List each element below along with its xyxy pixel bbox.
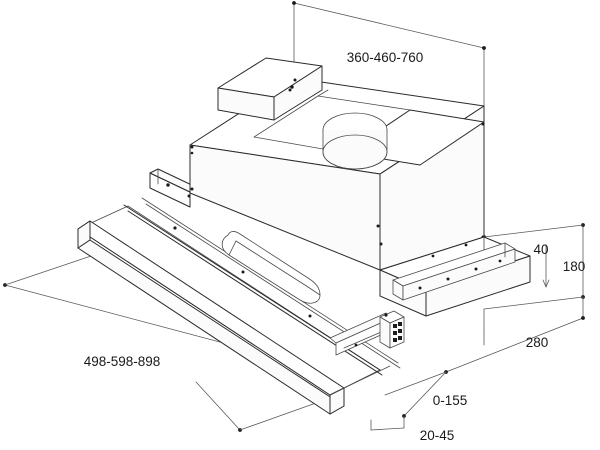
lead-line-180-bot: [483, 296, 584, 310]
bracket-hole: [187, 194, 191, 198]
control-button[interactable]: [398, 322, 402, 326]
ext-line-width-left: [4, 254, 95, 286]
dimension-labels: 360-460-760 40 180 280 0-155 20-45 498-5…: [84, 50, 586, 443]
bracket-hole: [166, 183, 170, 187]
control-button[interactable]: [398, 329, 402, 333]
panel-dot: [384, 313, 388, 317]
rail-hole: [464, 243, 468, 247]
control-button[interactable]: [393, 338, 397, 342]
dim-line-width-a: [4, 284, 251, 351]
dim-label-40: 40: [533, 242, 548, 257]
dim-label-180: 180: [563, 259, 586, 274]
rail-hole: [418, 286, 422, 290]
dim-dot: [292, 1, 296, 5]
screw-dot: [379, 242, 383, 246]
dim-label-width-top: 360-460-760: [347, 50, 424, 65]
dim-line-0-155-a: [384, 371, 447, 396]
lead-line-180-top: [483, 224, 584, 238]
screw-dot: [190, 187, 194, 191]
control-panel-left: [379, 316, 391, 349]
screw-dot: [190, 145, 194, 149]
pull-out-front-panel: [77, 205, 391, 415]
dim-line-280: [445, 317, 584, 373]
rail-hole: [474, 267, 478, 271]
dim-label-280: 280: [526, 335, 549, 350]
control-panel: [379, 310, 405, 349]
dimension-lines: [3, 1, 585, 432]
duct-side: [322, 129, 388, 170]
handle-slot-edge: [228, 240, 237, 256]
top-recess-lead: [317, 89, 329, 97]
arrow-40: [542, 279, 550, 288]
body-step-right: [273, 65, 323, 121]
screw-dot: [288, 88, 292, 92]
screw-dot: [241, 270, 245, 274]
control-button[interactable]: [393, 331, 397, 335]
dim-line-20-45: [370, 427, 405, 431]
handle-slot-edge2: [307, 286, 321, 296]
plate-front-edge2: [343, 365, 391, 389]
screw-dot: [173, 226, 177, 230]
duct-outlet: [322, 112, 388, 170]
slide-groove: [343, 329, 387, 349]
hood-body: [189, 57, 485, 271]
dim-line-0-155: [403, 371, 447, 417]
screw-dot: [190, 151, 194, 155]
control-button[interactable]: [393, 324, 397, 328]
screw-dot: [293, 78, 297, 82]
rail-hole: [431, 254, 435, 258]
dim-label-0-155: 0-155: [433, 393, 468, 408]
dim-line-top-width: [293, 2, 485, 49]
dim-line-width-b: [195, 381, 241, 431]
screw-dot: [376, 224, 380, 228]
mounting-rail: [392, 242, 516, 301]
rail-face: [402, 248, 516, 301]
rail-hole: [446, 277, 450, 281]
control-button[interactable]: [398, 336, 402, 340]
handle-slot-inner: [235, 240, 309, 288]
rail-hole: [498, 259, 502, 263]
screw-dot: [290, 85, 294, 89]
slide-dot: [354, 343, 358, 347]
dim-label-overall-width: 498-598-898: [84, 354, 161, 369]
dim-dot: [482, 46, 486, 50]
dim-label-20-45: 20-45: [420, 428, 455, 443]
dim-dot: [581, 316, 585, 320]
left-mounting-bracket: [149, 168, 199, 208]
duct-bottom-ellipse: [322, 134, 388, 170]
screw-dot: [308, 314, 312, 318]
screw-dot: [481, 122, 485, 126]
